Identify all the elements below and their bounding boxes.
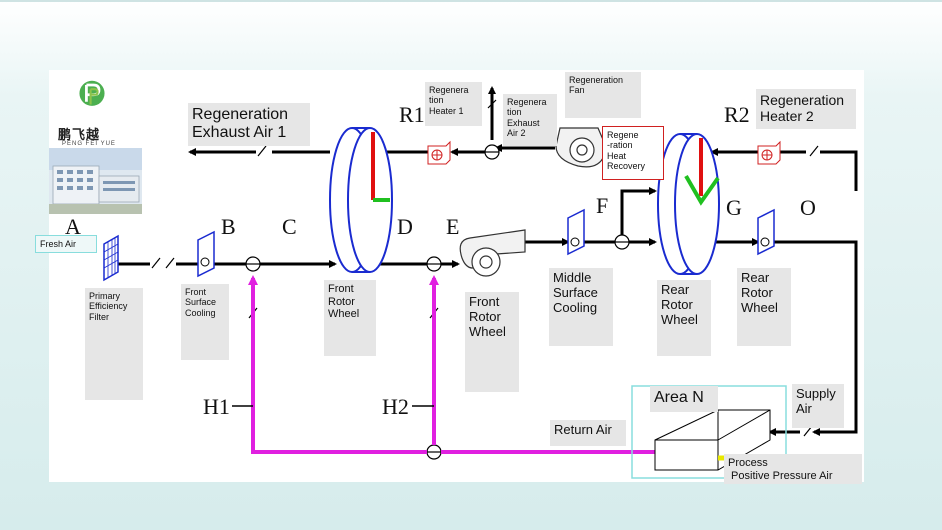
heater2-icon	[757, 140, 781, 165]
primary-filter-icon	[103, 234, 119, 282]
label-supply-air: Supply Air	[792, 384, 844, 428]
duct-supply	[766, 240, 858, 436]
point-a: A	[65, 214, 81, 239]
rear-rotor-wheel-icon	[657, 133, 720, 275]
front-cooling-coil-icon	[197, 230, 215, 278]
label-fresh-air: Fresh Air	[35, 235, 97, 254]
point-h2: H2	[382, 394, 409, 419]
label-area-n: Area N	[650, 386, 718, 412]
label-rear-rotor-wheel-1: Rear Rotor Wheel	[657, 280, 711, 356]
duct-regen-in	[820, 150, 858, 191]
point-e: E	[446, 214, 460, 239]
label-regeneration-heat-recovery: Regene -ration Heat Recovery	[602, 126, 664, 180]
label-rear-rotor-wheel-2: Rear Rotor Wheel	[737, 268, 791, 346]
top-border	[0, 0, 942, 2]
label-middle-surface-cooling: Middle Surface Cooling	[549, 268, 613, 346]
factory-building-image	[49, 148, 142, 214]
point-c: C	[282, 214, 297, 239]
front-fan-icon	[459, 229, 526, 277]
front-rotor-wheel-icon	[329, 127, 393, 273]
logo-name-cn: 鹏飞越	[58, 127, 101, 142]
label-front-rotor-wheel-2: Front Rotor Wheel	[465, 292, 519, 392]
point-b: B	[221, 214, 236, 239]
label-process-positive-pressure-air: Process Positive Pressure Air	[724, 454, 862, 484]
duct-process-branch	[620, 187, 657, 242]
point-h1: H1	[203, 394, 230, 419]
middle-cooling-coil-icon	[567, 208, 585, 256]
rear-cooling-coil-icon	[757, 208, 775, 256]
label-regeneration-heater-2: Regeneration Heater 2	[756, 89, 856, 129]
return-duct-h1	[248, 275, 427, 454]
label-front-surface-cooling: Front Surface Cooling	[181, 284, 229, 360]
point-g: G	[726, 195, 742, 220]
label-front-rotor-wheel-1: Front Rotor Wheel	[324, 280, 376, 356]
label-regeneration-heater-1: Regenera tion Heater 1	[425, 82, 482, 126]
heater1-icon	[427, 140, 451, 165]
point-f: F	[596, 193, 609, 218]
label-primary-efficiency-filter: Primary Efficiency Filter	[85, 288, 143, 400]
label-regeneration-exhaust-air-2: Regenera tion Exhaust Air 2	[503, 94, 557, 146]
point-o: O	[800, 195, 816, 220]
label-regeneration-exhaust-air-1: Regeneration Exhaust Air 1	[188, 103, 310, 146]
logo-name-en: PENG FEI YUE	[62, 141, 116, 147]
label-return-air: Return Air	[550, 420, 626, 446]
regeneration-fan-icon	[555, 127, 605, 168]
point-r2: R2	[724, 102, 750, 127]
point-r1: R1	[399, 102, 425, 127]
logo-icon	[79, 80, 105, 106]
label-regeneration-fan: Regeneration Fan	[565, 72, 641, 118]
point-d: D	[397, 214, 413, 239]
